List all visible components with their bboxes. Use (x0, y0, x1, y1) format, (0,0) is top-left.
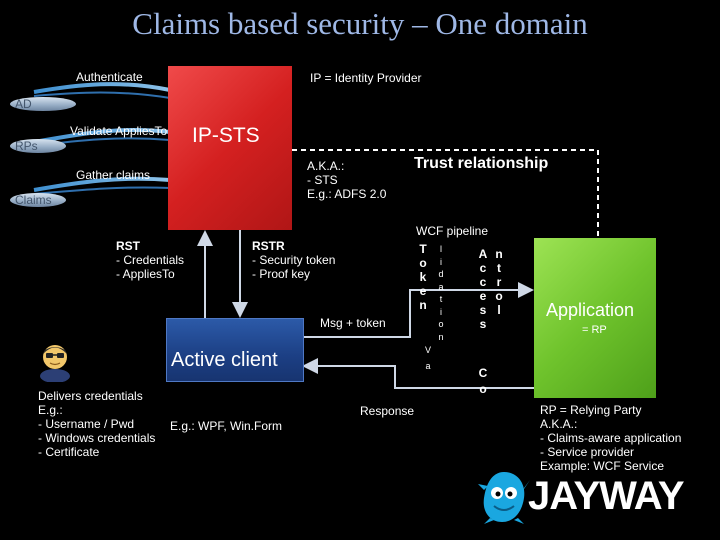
application-box: Application = RP (534, 238, 656, 398)
trust-relationship-line (292, 149, 599, 238)
swoosh-gather (33, 176, 171, 192)
jayway-logo-text: JAYWAY (528, 474, 685, 518)
msg-token-label: Msg + token (320, 316, 386, 330)
claims-store: Claims (10, 193, 66, 207)
jayway-mascot-icon (478, 472, 530, 524)
ip-definition-label: IP = Identity Provider (310, 71, 422, 85)
token-validation-stage-col2: l i d a t i o n (438, 244, 444, 342)
wcf-pipeline-label: WCF pipeline (416, 224, 489, 238)
validate-label: Validate AppliesTo (70, 124, 168, 138)
ad-store: AD (10, 97, 76, 111)
client-example-label: E.g.: WPF, Win.Form (170, 419, 283, 433)
ad-store-label: AD (15, 97, 32, 111)
rps-store: RPs (10, 139, 66, 153)
access-control-stage: A c c e s s (478, 247, 488, 331)
rstr-text: RSTR- Security token- Proof key (252, 239, 336, 281)
rps-store-label: RPs (15, 139, 38, 153)
authenticate-label: Authenticate (76, 70, 143, 84)
active-client-label: Active client (171, 349, 278, 371)
identity-provider-box: IP-STS (168, 66, 292, 230)
response-label: Response (360, 404, 415, 418)
access-control-tail2: o (479, 382, 487, 396)
swoosh-authenticate (33, 82, 171, 94)
access-control-tail: C (478, 366, 488, 380)
token-validation-tail: V (424, 345, 431, 355)
msg-token-arrow (302, 282, 534, 338)
application-label: Application (546, 300, 635, 320)
page-title: Claims based security – One domain (132, 6, 588, 41)
token-validation-stage: T o k e n (419, 242, 427, 312)
trust-relationship-label: Trust relationship (414, 155, 549, 172)
active-client-box: Active client (166, 318, 304, 382)
claims-store-label: Claims (15, 193, 52, 207)
application-sublabel: = RP (582, 324, 607, 336)
rst-text: RST- Credentials- AppliesTo (116, 239, 185, 281)
access-control-stage-col2: n t r o l (495, 247, 503, 317)
ip-sts-label: IP-STS (192, 124, 260, 147)
response-arrow (302, 358, 534, 389)
gather-claims-label: Gather claims (76, 168, 151, 182)
token-validation-tail2: a (425, 361, 431, 371)
user-icon (40, 345, 70, 382)
